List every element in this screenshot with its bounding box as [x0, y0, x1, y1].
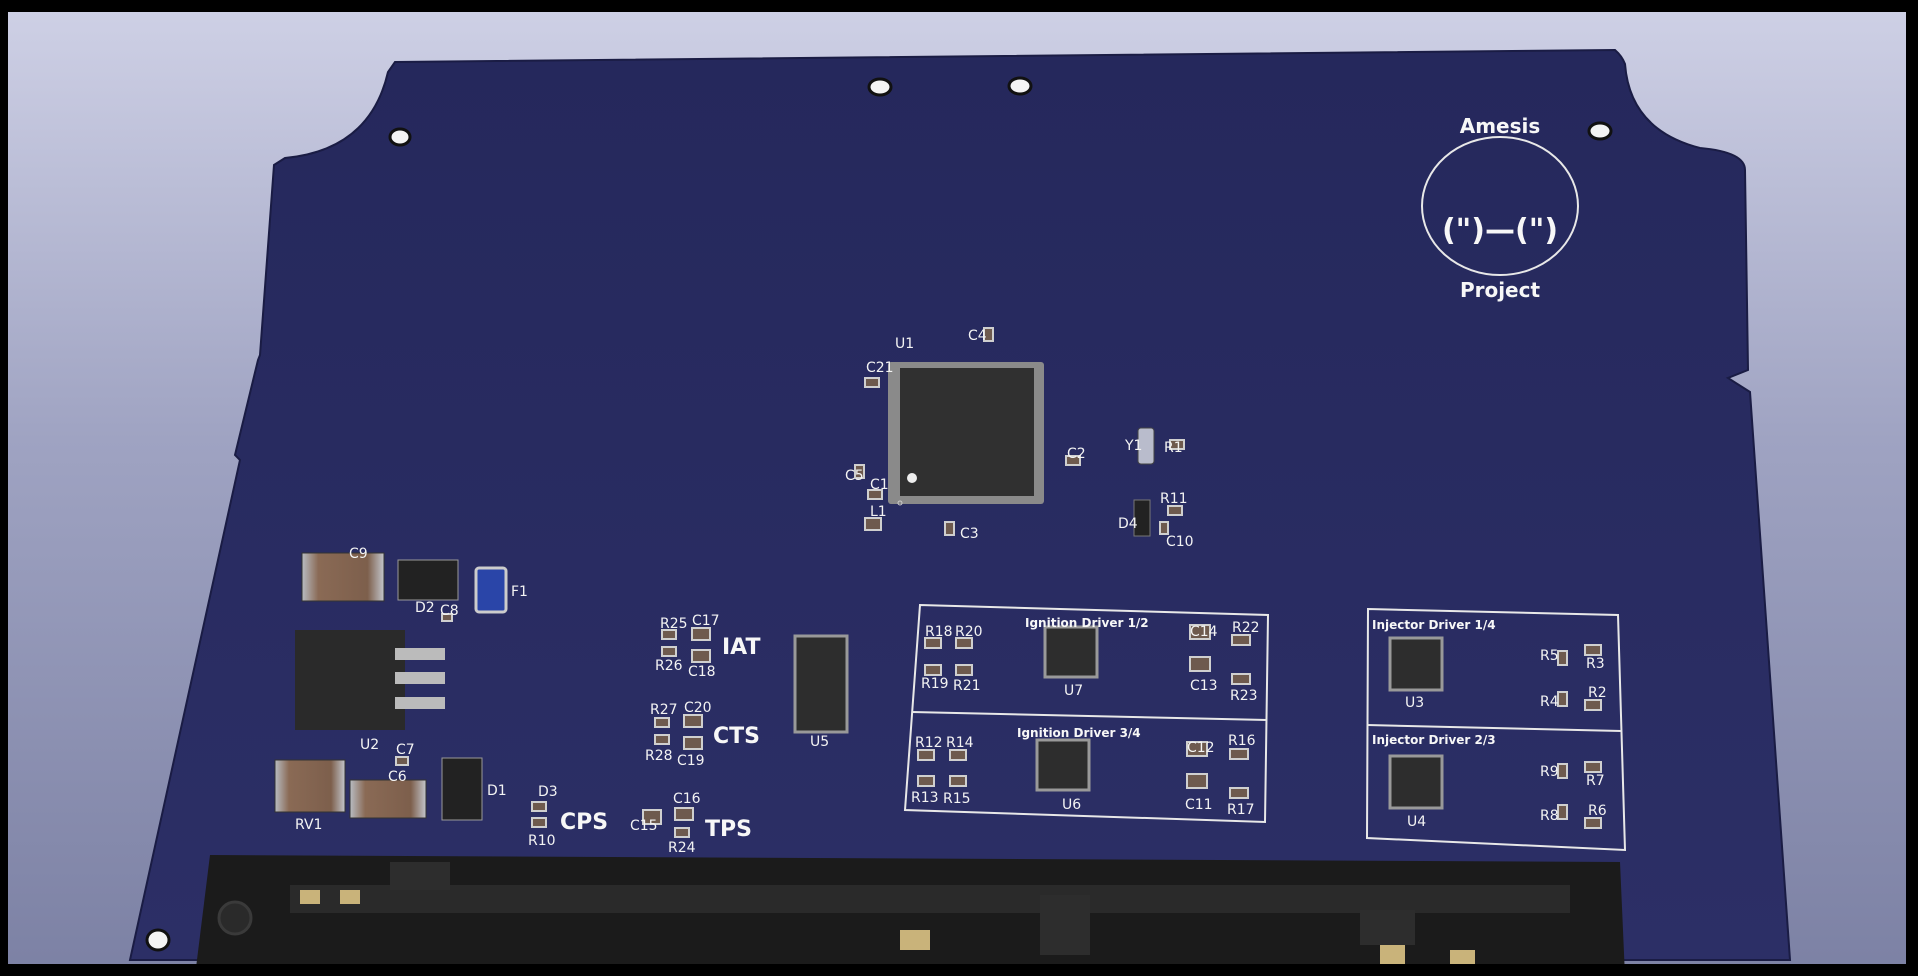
- main-connector: [195, 855, 1625, 976]
- ref-r14: R14: [946, 735, 974, 751]
- sensor-iat-label: IAT: [722, 635, 761, 660]
- silkscreen-outlines: [903, 136, 1627, 852]
- ref-c15: C15: [630, 818, 658, 834]
- injector-driver-23-label: Injector Driver 2/3: [1372, 733, 1496, 747]
- ref-c20: C20: [684, 700, 712, 716]
- ref-r16: R16: [1228, 733, 1256, 749]
- ref-r27: R27: [650, 702, 678, 718]
- ignition-driver-34-label: Ignition Driver 3/4: [1017, 726, 1141, 740]
- ref-c4: C4: [968, 328, 987, 344]
- ref-u7: U7: [1064, 683, 1083, 699]
- ref-d2: D2: [415, 600, 435, 616]
- ref-y1: Y1: [1124, 438, 1142, 454]
- ref-c16: C16: [673, 791, 701, 807]
- ref-u2: U2: [360, 737, 379, 753]
- ref-r10: R10: [528, 833, 556, 849]
- ref-c6: C6: [388, 769, 407, 785]
- ref-c9: C9: [349, 546, 368, 562]
- ref-u6: U6: [1062, 797, 1081, 813]
- ref-u1: U1: [895, 336, 914, 352]
- crystal-y1: [1137, 427, 1155, 465]
- injector-driver-14-label: Injector Driver 1/4: [1372, 618, 1496, 632]
- ref-r24: R24: [668, 840, 696, 856]
- ref-r26: R26: [655, 658, 683, 674]
- ref-u3: U3: [1405, 695, 1424, 711]
- ref-r23: R23: [1230, 688, 1258, 704]
- mounting-holes: [145, 76, 1613, 952]
- ref-l1: L1: [870, 504, 887, 520]
- ref-c17: C17: [692, 613, 720, 629]
- ref-d4: D4: [1118, 516, 1138, 532]
- sensor-cps-label: CPS: [560, 810, 608, 835]
- ref-r13: R13: [911, 790, 939, 806]
- ref-r9: R9: [1540, 764, 1559, 780]
- ref-r11: R11: [1160, 491, 1188, 507]
- ref-c12: C12: [1187, 740, 1215, 756]
- ref-d1: D1: [487, 783, 507, 799]
- ref-c19: C19: [677, 753, 705, 769]
- ref-c21: C21: [866, 360, 894, 376]
- ref-c18: C18: [688, 664, 716, 680]
- ref-c10: C10: [1166, 534, 1194, 550]
- ref-u4: U4: [1407, 814, 1426, 830]
- sensor-tps-label: TPS: [705, 817, 752, 842]
- ref-c1: C1: [870, 477, 889, 493]
- ref-r17: R17: [1227, 802, 1255, 818]
- ref-r19: R19: [921, 676, 949, 692]
- ref-r22: R22: [1232, 620, 1260, 636]
- ref-r3: R3: [1586, 656, 1605, 672]
- ref-c7: C7: [396, 742, 415, 758]
- smd-passives: [395, 327, 1602, 838]
- logo-bottom-text: Project: [1460, 278, 1541, 302]
- driver-ics: [793, 625, 1444, 810]
- ref-c14: C14: [1190, 624, 1218, 640]
- ref-r2: R2: [1588, 685, 1607, 701]
- ref-c5: C5: [845, 468, 864, 484]
- diode-d4: [1133, 499, 1151, 537]
- ignition-driver-12-label: Ignition Driver 1/2: [1025, 616, 1149, 630]
- logo-top-text: Amesis: [1460, 114, 1541, 138]
- ref-r7: R7: [1586, 773, 1605, 789]
- mcu-u1: [888, 362, 1044, 506]
- ref-r6: R6: [1588, 803, 1607, 819]
- power-section: [274, 552, 508, 821]
- ref-c13: C13: [1190, 678, 1218, 694]
- ref-c2: C2: [1067, 446, 1086, 462]
- ref-r25: R25: [660, 616, 688, 632]
- reference-designators: U1 U2 U3 U4 U5 U6 U7 C21 C4 C2 C5 C1 L1 …: [295, 328, 1607, 856]
- ref-u5: U5: [810, 734, 829, 750]
- ref-r4: R4: [1540, 694, 1559, 710]
- ref-rv1: RV1: [295, 817, 322, 833]
- ref-r18: R18: [925, 624, 953, 640]
- ref-r5: R5: [1540, 648, 1559, 664]
- ref-d3: D3: [538, 784, 558, 800]
- ref-c8: C8: [440, 603, 459, 619]
- logo-face-text: (")—("): [1442, 213, 1558, 248]
- ref-r28: R28: [645, 748, 673, 764]
- ref-r15: R15: [943, 791, 971, 807]
- pcb-board: [128, 48, 1792, 961]
- ref-r21: R21: [953, 678, 981, 694]
- ref-c3: C3: [960, 526, 979, 542]
- sensor-cts-label: CTS: [713, 724, 760, 749]
- ref-r12: R12: [915, 735, 943, 751]
- ref-c11: C11: [1185, 797, 1213, 813]
- ref-r20: R20: [955, 624, 983, 640]
- ref-r8: R8: [1540, 808, 1559, 824]
- ref-r1: R1: [1164, 440, 1183, 456]
- ref-f1: F1: [511, 584, 528, 600]
